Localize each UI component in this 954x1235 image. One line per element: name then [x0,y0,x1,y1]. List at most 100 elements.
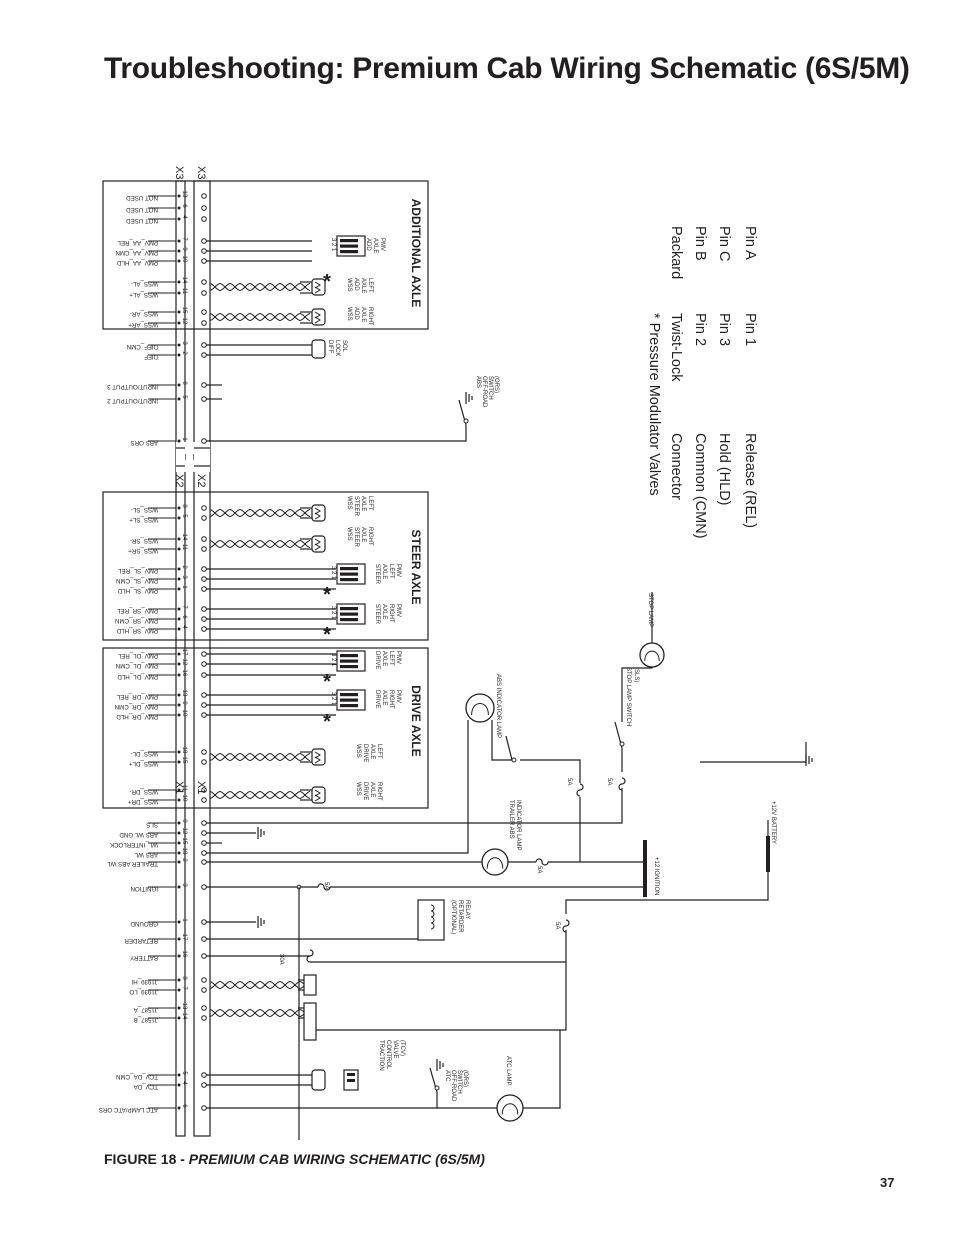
signal-label: TCV_DA [133,1083,158,1090]
signal-label: PMV_DR_CMN [115,703,158,710]
pin-socket [201,712,207,718]
word: WSS [346,307,352,321]
signal-label: WSS_DR+ [128,798,158,805]
page-title: Troubleshooting: Premium Cab Wiring Sche… [104,52,910,85]
pin-number: 3 [181,575,187,579]
word: (TCV) [399,1040,405,1056]
word: DRIVE [362,782,368,800]
word: (SLS) [633,667,639,682]
pmv-pin-numbers: 3 2 1 [330,692,336,706]
word: ABS [475,376,481,388]
signal-label: WSS_SL+ [129,516,158,523]
pmv-asterisk: * [323,624,331,646]
pin-socket [201,702,207,708]
word: AXLE [360,496,366,511]
word: CONTROL [385,1040,391,1070]
pin-number: 10 [181,256,187,263]
word: RELAY [464,900,470,919]
pin-number: 8 [181,504,187,508]
pin-dot [177,831,181,835]
fuse-abs-wl [576,783,584,797]
pin-dot [177,798,181,802]
fuse-label: 5A [606,778,612,785]
word: +12V BATTERY [770,801,776,844]
fuse-label: 5A [566,778,572,785]
signal-label: IGNITION [131,885,159,892]
wss-mark [314,281,321,289]
word: AXLE [372,238,378,253]
atc-lamp-icon [496,1094,524,1122]
strand [209,508,311,518]
word: PMV [395,651,401,664]
word: ATC [444,1070,450,1082]
pmv-asterisk: * [323,711,331,733]
pin-socket [201,1072,207,1078]
signal-label: J1587_A [133,1006,158,1013]
strand [209,312,311,322]
word: WSS [346,496,352,510]
wss-connector-drive-right [311,786,326,804]
signal-label: WSS_SL- [131,506,158,513]
wire [523,1030,561,1109]
pin-socket [201,616,207,622]
twisted-pair-wss-steer-left [209,508,311,518]
pin-dot [177,1083,181,1087]
wss-mark [314,538,321,546]
section-box-additional-axle [102,180,429,330]
lamp-body [639,642,665,668]
pin-socket [201,216,207,222]
signal-label: PMV_AA_REL [117,239,158,246]
connector-label-x1: X1 [173,781,185,794]
pin-dot [177,954,181,958]
pin-number: 4 [181,1081,187,1085]
word: SWITCH [456,1070,462,1094]
pin-dot [177,988,181,992]
word: ADD [353,307,359,320]
pin-socket [201,1105,207,1111]
pin-socket [201,936,207,942]
figure-caption: FIGURE 18 - PREMIUM CAB WIRING SCHEMATIC… [104,1151,485,1167]
word: TRACTION [378,1040,384,1071]
pin-number: 3 [181,341,187,345]
word: WSS [346,527,352,541]
signal-label: WSS_SR+ [128,547,158,554]
pin-socket [201,238,207,244]
pin-dot [177,321,181,325]
pin-number: 15 [181,838,187,845]
pin-socket [201,820,207,826]
strand [209,980,311,990]
pin-number: 7 [181,605,187,609]
pin-number: 14 [181,1013,187,1020]
pin-dot [177,217,181,221]
lamp-body [465,693,495,723]
word: PMV [395,604,401,617]
pin-socket [201,651,207,657]
pin-socket [201,749,207,755]
pmv-connector-drive-right: 3 2 1 [330,689,366,711]
pin-number: 2 [181,351,187,355]
trailer-abs-lamp-icon [481,848,509,876]
pmv-terminal [340,567,358,571]
pin-number: 12 [181,318,187,325]
pmv-terminal [340,250,358,254]
pmv-terminal [340,612,358,616]
pmv-table-cell: Pin C [716,226,732,261]
ground-battery [805,754,813,766]
pmv-pin-numbers: 3 2 1 [330,566,336,580]
j1939-terminal [303,974,317,996]
word: LEFT [367,278,373,293]
pin-number: 6 [181,204,187,208]
pin-number: 3 [181,883,187,887]
word: WSS [355,782,361,796]
wss-box [311,786,326,804]
wire-battery-ground [700,742,807,763]
signal-label: PMV_SR_REL [117,607,158,614]
pin-socket [201,438,207,444]
signal-label: NOT USED [126,206,158,213]
pin-socket [201,830,207,836]
pin-socket [201,566,207,572]
signal-label: WSS_DL+ [129,760,158,767]
